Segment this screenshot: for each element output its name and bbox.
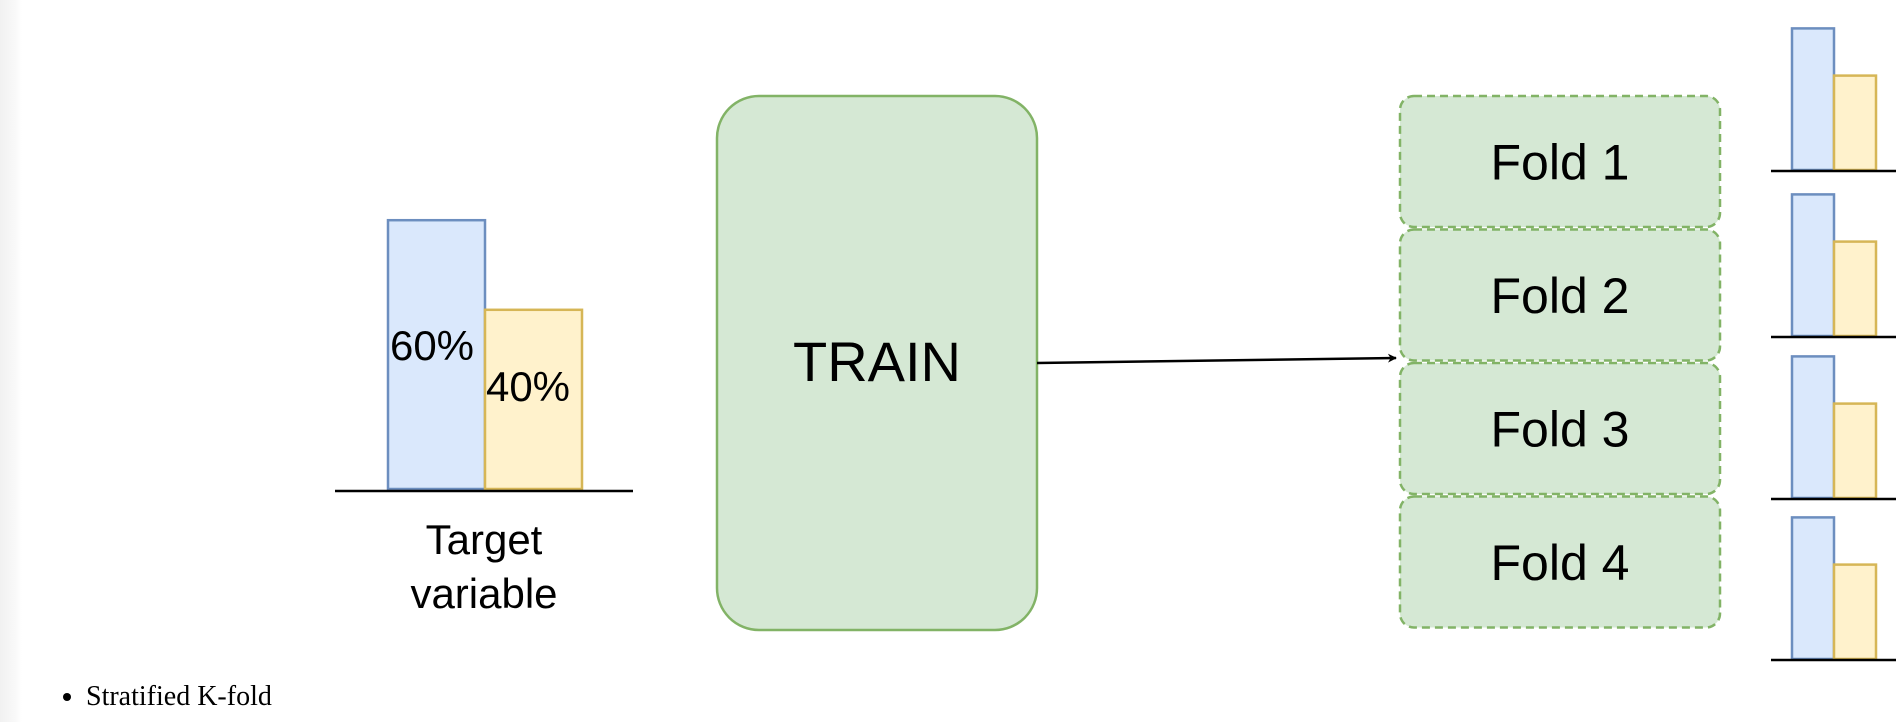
train-label: TRAIN <box>793 330 961 393</box>
target-caption-line2: variable <box>410 570 557 617</box>
fold-3-bar-class-b <box>1832 402 1878 500</box>
left-margin-strip <box>0 0 22 722</box>
fold-4-label: Fold 4 <box>1491 535 1630 591</box>
fold-1-box <box>1398 94 1722 229</box>
fold-1-label: Fold 1 <box>1491 135 1630 191</box>
fold-3-bar-class-a <box>1790 355 1836 500</box>
fold-2-bar-class-a <box>1790 193 1836 338</box>
fold-distribution-charts <box>1771 27 1896 662</box>
fold-2-box <box>1398 228 1722 362</box>
fold-1-bar-class-b <box>1832 74 1878 172</box>
fold-1-bar-class-a <box>1790 27 1836 172</box>
split-arrow <box>1036 353 1397 365</box>
target-class-a-label: 60% <box>390 322 474 369</box>
fold-3-label: Fold 3 <box>1491 402 1630 458</box>
fold-3-box <box>1398 361 1722 496</box>
folds-group: Fold 1 Fold 2 Fold 3 Fold 4 <box>1398 94 1722 629</box>
fold-4-box <box>1398 495 1722 629</box>
fold-4-bar-class-b <box>1832 563 1878 661</box>
fold-4-bar-class-a <box>1790 516 1836 661</box>
train-box: TRAIN <box>715 94 1039 632</box>
list-item-stratified-kfold: Stratified K-fold <box>86 680 272 714</box>
target-caption-line1: Target <box>426 516 543 563</box>
target-distribution-chart: 60% 40% Target variable <box>335 218 633 617</box>
bullet-list: Stratified K-fold <box>40 680 272 714</box>
fold-2-label: Fold 2 <box>1491 268 1630 324</box>
fold-2-bar-class-b <box>1832 240 1878 338</box>
target-bar-class-b <box>483 308 584 491</box>
target-class-b-label: 40% <box>486 363 570 410</box>
